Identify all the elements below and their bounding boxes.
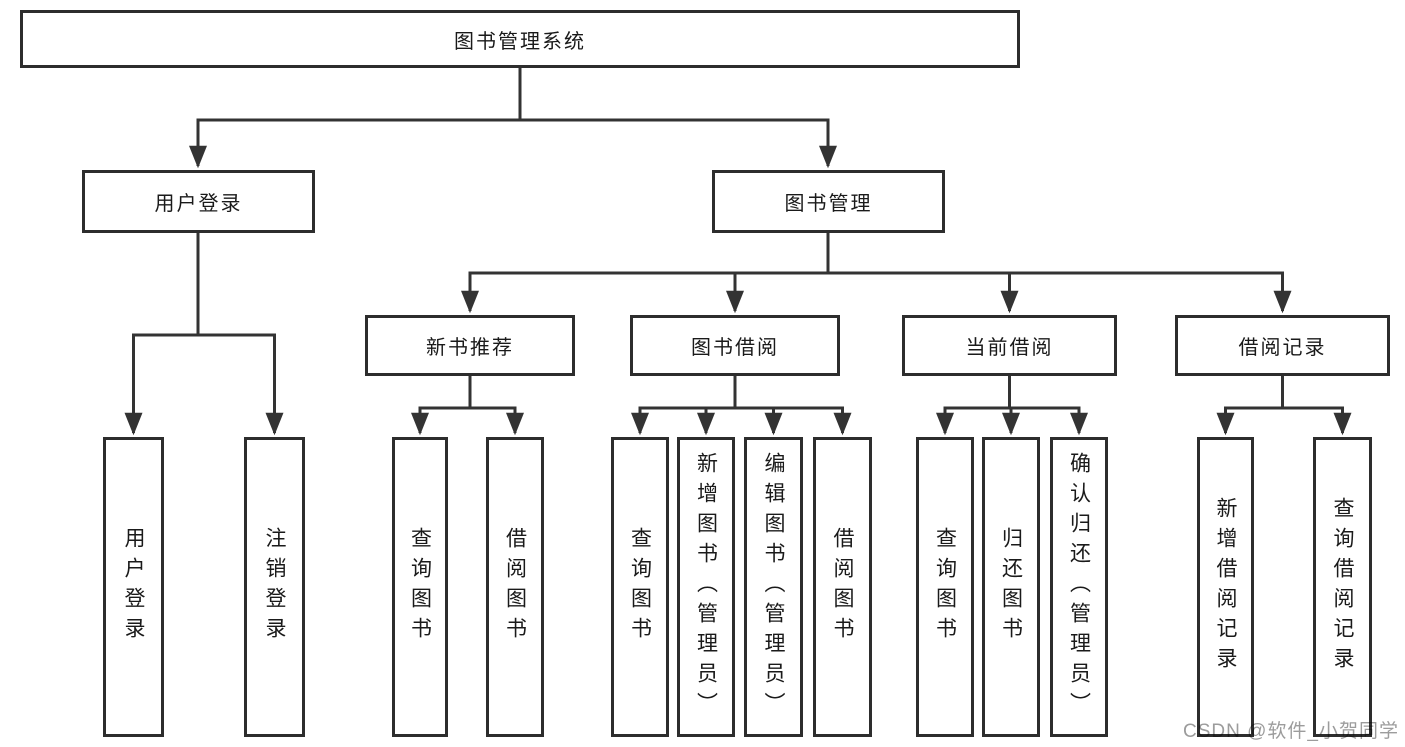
leaf-query-books-current-label: 查询图书 xyxy=(933,527,957,647)
leaf-query-books-newrec-label: 查询图书 xyxy=(408,527,432,647)
leaf-return-books: 归还图书 xyxy=(982,437,1040,737)
leaf-borrow-books-newrec: 借阅图书 xyxy=(486,437,544,737)
leaf-query-books-borrow-label: 查询图书 xyxy=(628,527,652,647)
leaf-edit-book-admin: 编辑图书（管理员） xyxy=(744,437,803,737)
leaf-user-login-label: 用户登录 xyxy=(122,527,145,647)
leaf-logout-login: 注销登录 xyxy=(244,437,305,737)
leaf-user-login: 用户登录 xyxy=(103,437,164,737)
node-current-borrow: 当前借阅 xyxy=(902,315,1117,376)
leaf-confirm-return-admin-label: 确认归还（管理员） xyxy=(1067,452,1091,722)
node-book-borrow: 图书借阅 xyxy=(630,315,840,376)
leaf-borrow-books-newrec-label: 借阅图书 xyxy=(503,527,527,647)
leaf-query-books-current: 查询图书 xyxy=(916,437,974,737)
leaf-query-borrow-record: 查询借阅记录 xyxy=(1313,437,1372,737)
leaf-query-books-newrec: 查询图书 xyxy=(392,437,448,737)
leaf-confirm-return-admin: 确认归还（管理员） xyxy=(1050,437,1108,737)
leaf-borrow-books-borrow-label: 借阅图书 xyxy=(831,527,854,647)
leaf-borrow-books-borrow: 借阅图书 xyxy=(813,437,872,737)
leaf-query-books-borrow: 查询图书 xyxy=(611,437,669,737)
leaf-add-book-admin: 新增图书（管理员） xyxy=(677,437,735,737)
leaf-return-books-label: 归还图书 xyxy=(999,527,1023,647)
leaf-add-borrow-record-label: 新增借阅记录 xyxy=(1214,497,1237,677)
node-borrow-record: 借阅记录 xyxy=(1175,315,1390,376)
node-new-book-rec: 新书推荐 xyxy=(365,315,575,376)
node-user-login: 用户登录 xyxy=(82,170,315,233)
csdn-watermark: CSDN @软件_小贺同学 xyxy=(1183,721,1399,742)
node-root: 图书管理系统 xyxy=(20,10,1020,68)
leaf-add-borrow-record: 新增借阅记录 xyxy=(1197,437,1254,737)
leaf-logout-login-label: 注销登录 xyxy=(263,527,286,647)
leaf-add-book-admin-label: 新增图书（管理员） xyxy=(694,452,718,722)
node-book-mgmt: 图书管理 xyxy=(712,170,945,233)
leaf-edit-book-admin-label: 编辑图书（管理员） xyxy=(762,452,785,722)
leaf-query-borrow-record-label: 查询借阅记录 xyxy=(1331,497,1354,677)
